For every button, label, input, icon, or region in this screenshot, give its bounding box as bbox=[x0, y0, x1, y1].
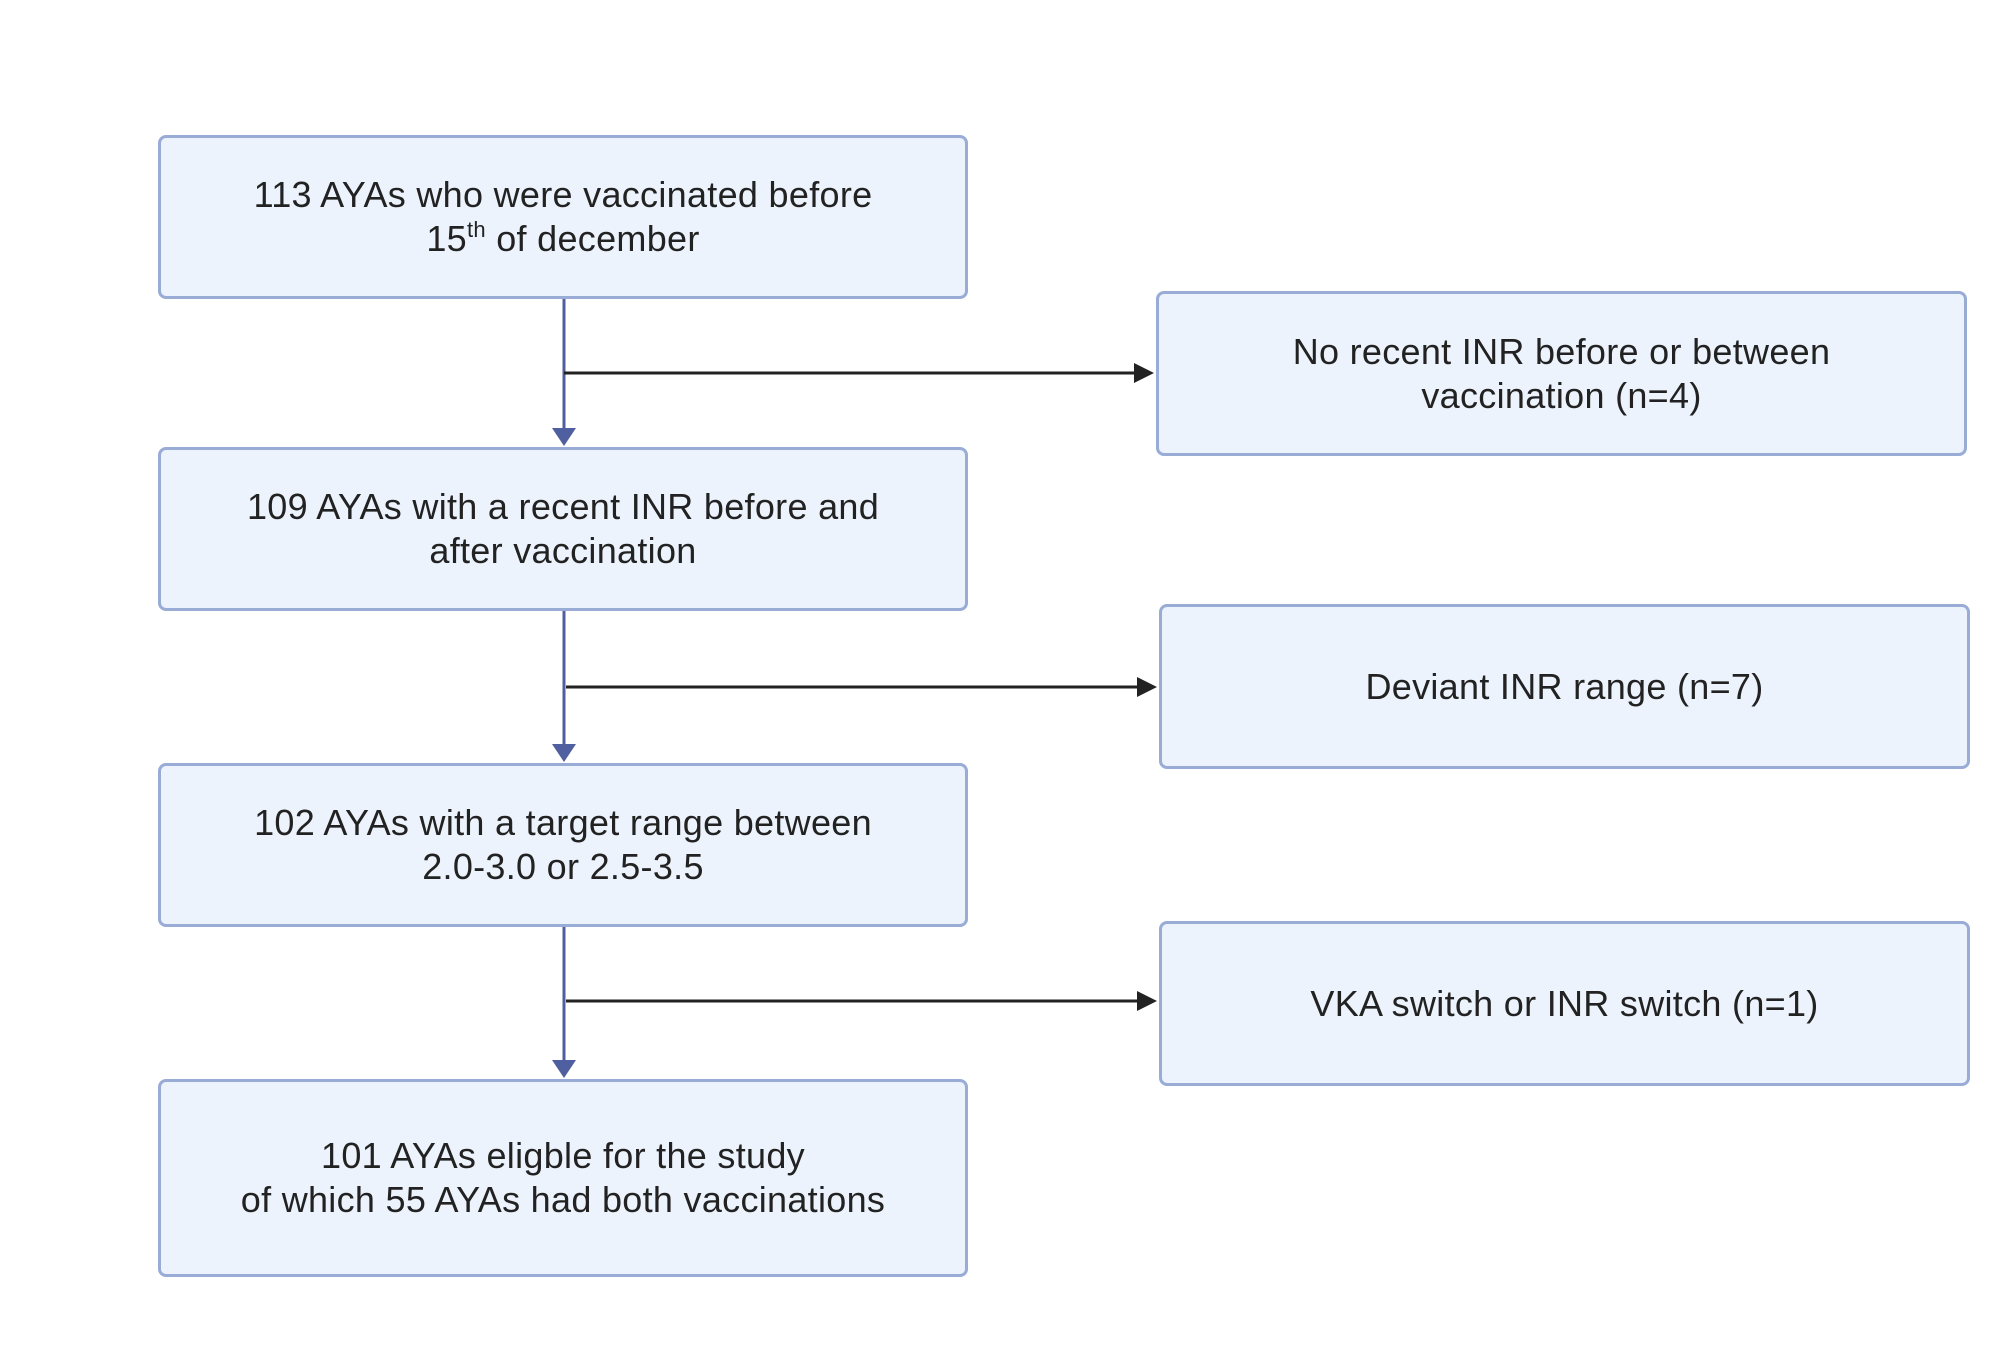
flow-step-target-range-line-2: 2.0-3.0 or 2.5-3.5 bbox=[422, 846, 704, 887]
flow-step-vaccinated-text: 113 AYAs who were vaccinated before 15th… bbox=[254, 173, 873, 261]
exclusion-deviant-inr-line-1: Deviant INR range (n=7) bbox=[1365, 665, 1764, 707]
flow-step-target-range-text: 102 AYAs with a target range between 2.0… bbox=[254, 801, 872, 889]
flow-step-eligible-line-2: of which 55 AYAs had both vaccinations bbox=[240, 1179, 886, 1220]
exclusion-deviant-inr-box: Deviant INR range (n=7) bbox=[1159, 604, 1970, 769]
flow-step-target-range-line-1: 102 AYAs with a target range between bbox=[254, 802, 872, 843]
flow-step-recent-inr-text: 109 AYAs with a recent INR before and af… bbox=[247, 485, 879, 573]
flow-step-eligible-box: 101 AYAs eligble for the study of which … bbox=[158, 1079, 968, 1277]
exclusion-vka-switch-line-1: VKA switch or INR switch (n=1) bbox=[1310, 982, 1819, 1024]
exclusion-arrow-2 bbox=[566, 677, 1157, 697]
exclusion-no-recent-inr-box: No recent INR before or between vaccinat… bbox=[1156, 291, 1967, 456]
main-arrow-3 bbox=[552, 927, 576, 1078]
date-ordinal-suffix: th bbox=[466, 217, 486, 242]
main-arrow-1 bbox=[552, 299, 576, 446]
exclusion-no-recent-inr-line-2: vaccination (n=4) bbox=[1421, 374, 1702, 416]
flow-step-vaccinated-line-2: 15th of december bbox=[254, 217, 873, 261]
flow-step-vaccinated-box: 113 AYAs who were vaccinated before 15th… bbox=[158, 135, 968, 299]
flow-step-vaccinated-line-1: 113 AYAs who were vaccinated before bbox=[253, 174, 873, 215]
exclusion-vka-switch-box: VKA switch or INR switch (n=1) bbox=[1159, 921, 1970, 1086]
date-month: of december bbox=[485, 218, 700, 259]
flow-step-recent-inr-box: 109 AYAs with a recent INR before and af… bbox=[158, 447, 968, 611]
flow-step-eligible-line-1: 101 AYAs eligble for the study bbox=[321, 1135, 805, 1176]
exclusion-arrow-3 bbox=[566, 991, 1157, 1011]
flow-step-eligible-text: 101 AYAs eligble for the study of which … bbox=[241, 1134, 885, 1222]
flow-step-recent-inr-line-2: after vaccination bbox=[429, 530, 697, 571]
exclusion-no-recent-inr-text: No recent INR before or between vaccinat… bbox=[1293, 330, 1831, 418]
date-day: 15 bbox=[426, 218, 467, 259]
exclusion-no-recent-inr-line-1: No recent INR before or between bbox=[1292, 330, 1831, 372]
exclusion-vka-switch-text: VKA switch or INR switch (n=1) bbox=[1310, 982, 1818, 1026]
exclusion-arrow-1 bbox=[564, 363, 1154, 383]
flow-step-recent-inr-line-1: 109 AYAs with a recent INR before and bbox=[246, 486, 880, 527]
flow-step-target-range-box: 102 AYAs with a target range between 2.0… bbox=[158, 763, 968, 927]
exclusion-deviant-inr-text: Deviant INR range (n=7) bbox=[1365, 665, 1763, 709]
main-arrow-2 bbox=[552, 604, 576, 762]
